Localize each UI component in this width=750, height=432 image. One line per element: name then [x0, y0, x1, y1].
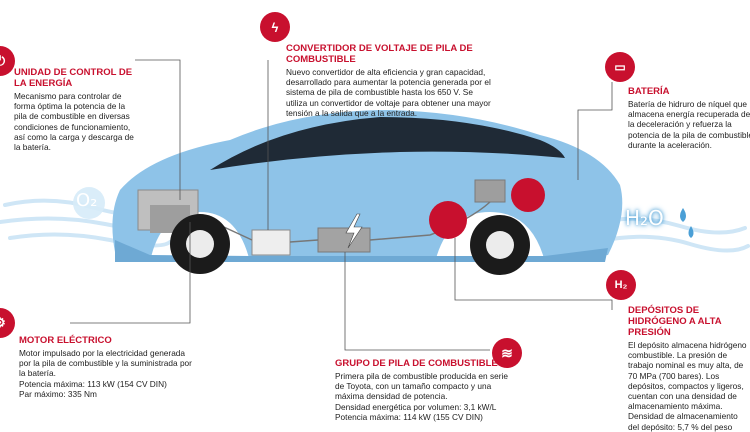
callout-spec: Par máximo: 335 Nm: [19, 388, 97, 399]
callout-title: UNIDAD DE CONTROL DE LA ENERGÍA: [14, 67, 133, 89]
callout-title: BATERÍA: [628, 86, 670, 97]
callout-title: CONVERTIDOR DE VOLTAJE DE PILA DE COMBUS…: [286, 43, 473, 65]
battery-icon: ▭: [605, 52, 635, 82]
power-unit-icon: ⏻: [0, 46, 15, 76]
rear-wheel: [470, 215, 530, 275]
callout-electric-motor: MOTOR ELÉCTRICO Motor impulsado por la e…: [19, 335, 194, 399]
water-label: H₂O: [625, 206, 664, 230]
oxygen-bubble: [73, 187, 105, 219]
oxygen-label: O₂: [76, 190, 98, 211]
voltage-converter-box: [251, 229, 291, 256]
callout-body: El depósito almacena hidrógeno combustib…: [628, 340, 747, 412]
callout-body: Primera pila de combustible producida en…: [335, 371, 508, 402]
callout-body: Nuevo convertidor de alta eficiencia y g…: [286, 67, 491, 118]
fuel-cell-stack-box: [317, 227, 371, 253]
callout-title: DEPÓSITOS DE HIDRÓGENO A ALTA PRESIÓN: [628, 305, 722, 338]
fuel-cell-stack-icon: ≋: [492, 338, 522, 368]
callout-power-control-unit: UNIDAD DE CONTROL DE LA ENERGÍA Mecanism…: [14, 67, 139, 152]
water-drop-icon: [688, 226, 694, 238]
callout-spec: Potencia máxima: 113 kW (154 CV DIN): [19, 378, 167, 389]
callout-hydrogen-tanks: DEPÓSITOS DE HIDRÓGENO A ALTA PRESIÓN El…: [628, 305, 750, 432]
callout-body: Batería de hidruro de níquel que almacen…: [628, 99, 750, 150]
hydrogen-badge: H₂: [606, 270, 636, 300]
battery-box: [474, 179, 506, 203]
callout-voltage-converter: CONVERTIDOR DE VOLTAJE DE PILA DE COMBUS…: [286, 43, 496, 118]
air-flow-right: [598, 216, 750, 253]
hydrogen-tank: [429, 201, 467, 239]
water-drop-icon: [680, 208, 686, 222]
callout-body: Motor impulsado por la electricidad gene…: [19, 348, 192, 379]
front-wheel: [170, 214, 230, 274]
car-windows: [210, 117, 565, 170]
converter-icon: ϟ: [260, 12, 290, 42]
lightning-bolt-icon: [345, 213, 363, 249]
callout-body: Mecanismo para controlar de forma óptima…: [14, 91, 134, 153]
callout-title: GRUPO DE PILA DE COMBUSTIBLE: [335, 358, 498, 369]
callout-title: MOTOR ELÉCTRICO: [19, 335, 112, 346]
callout-spec: Densidad energética por volumen: 3,1 kW/…: [335, 401, 497, 412]
callout-spec: Potencia máxima: 114 kW (155 CV DIN): [335, 411, 483, 422]
motor-icon: ⚙: [0, 308, 15, 338]
hydrogen-tank: [511, 178, 545, 212]
leader-lines: [70, 59, 613, 351]
callout-fuel-cell-stack: GRUPO DE PILA DE COMBUSTIBLE Primera pil…: [335, 358, 510, 422]
callout-battery: BATERÍA Batería de hidruro de níquel que…: [628, 86, 750, 150]
callout-spec: Densidad de almacenamiento del depósito:…: [628, 411, 738, 432]
